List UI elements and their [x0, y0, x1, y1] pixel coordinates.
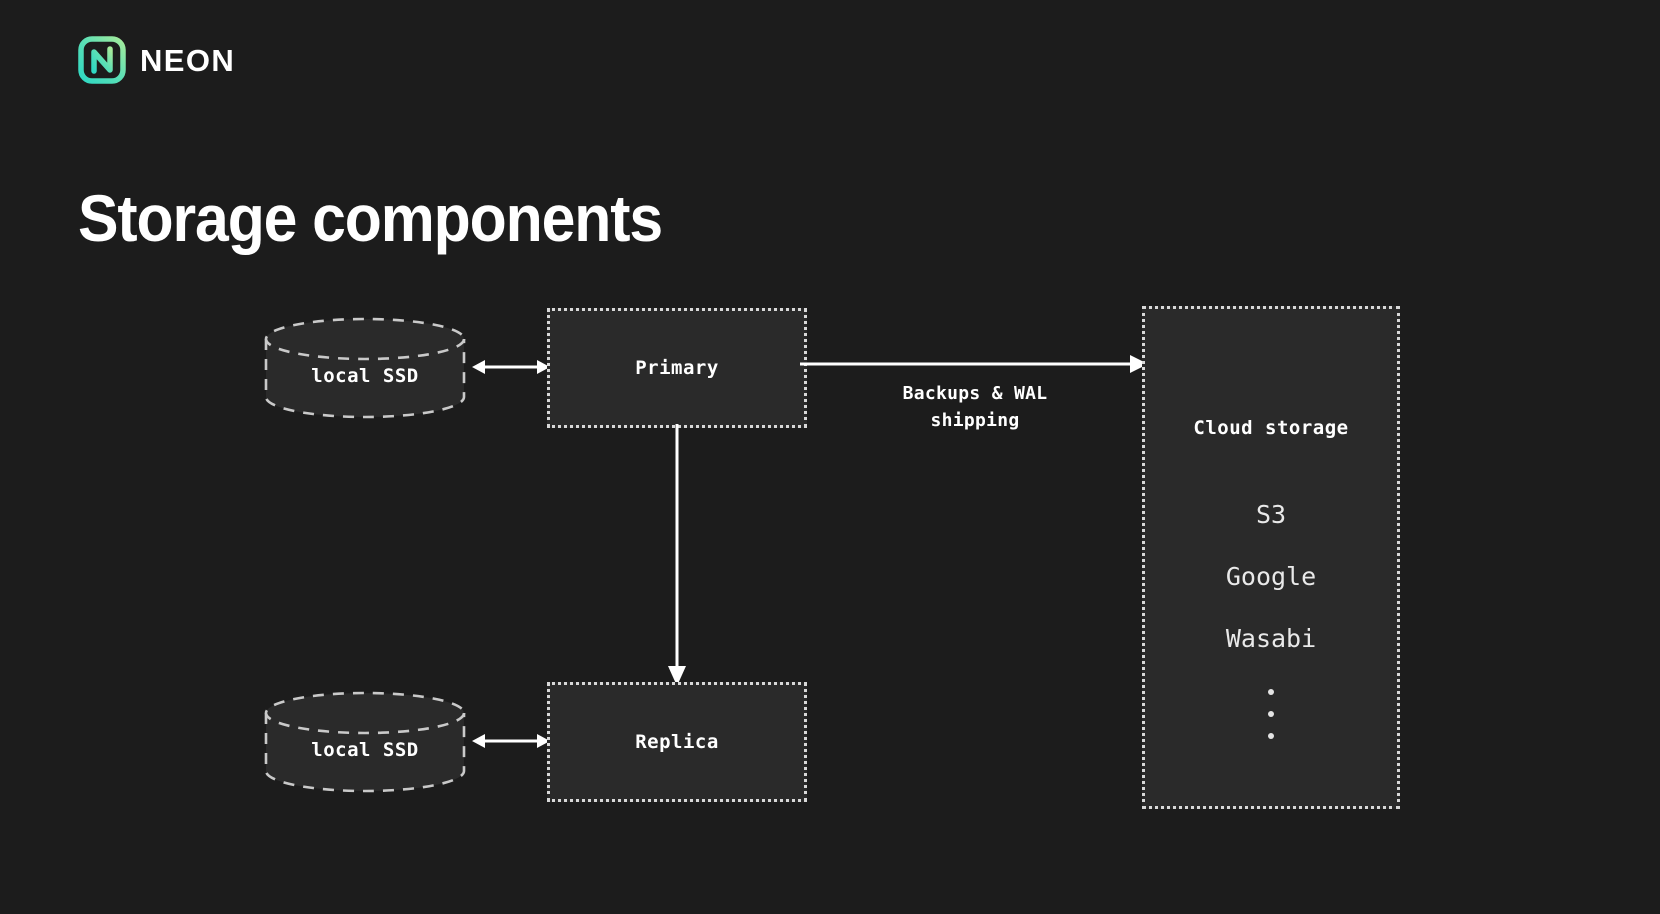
ellipsis-dots-icon: [1268, 688, 1274, 739]
brand-logo: NEON: [78, 36, 235, 84]
list-item: Wasabi: [1225, 623, 1317, 653]
list-item: Google: [1225, 561, 1317, 591]
node-cloud-storage[interactable]: Cloud storage S3 Google Wasabi: [1142, 306, 1400, 809]
double-arrow-horizontal-icon: [472, 360, 550, 374]
node-label: local SSD: [311, 739, 419, 761]
node-replica[interactable]: Replica: [547, 682, 807, 802]
node-local-ssd-primary[interactable]: local SSD: [264, 317, 466, 419]
edge-label-line2: shipping: [930, 410, 1020, 431]
dot-icon: [1268, 732, 1274, 739]
node-label: Replica: [635, 731, 719, 753]
arrow-down-icon: [668, 424, 686, 686]
node-label: Cloud storage: [1193, 416, 1349, 439]
page-title: Storage components: [78, 181, 663, 256]
cloud-provider-list: S3 Google Wasabi: [1225, 499, 1317, 653]
node-local-ssd-replica[interactable]: local SSD: [264, 691, 466, 793]
dot-icon: [1268, 710, 1274, 717]
node-label: local SSD: [311, 365, 419, 387]
node-label: Primary: [635, 357, 719, 379]
edge-label-backups-wal: Backups & WAL shipping: [855, 380, 1095, 434]
cylinder-icon: [264, 691, 466, 793]
brand-name: NEON: [140, 42, 236, 78]
neon-logo-icon: [78, 36, 126, 84]
dot-icon: [1268, 688, 1274, 695]
double-arrow-horizontal-icon: [472, 734, 550, 748]
edge-label-line1: Backups & WAL: [902, 383, 1048, 404]
node-primary[interactable]: Primary: [547, 308, 807, 428]
arrow-right-icon: [800, 355, 1148, 373]
cylinder-icon: [264, 317, 466, 419]
list-item: S3: [1255, 499, 1287, 529]
cloud-storage-content: Cloud storage S3 Google Wasabi: [1145, 377, 1397, 739]
